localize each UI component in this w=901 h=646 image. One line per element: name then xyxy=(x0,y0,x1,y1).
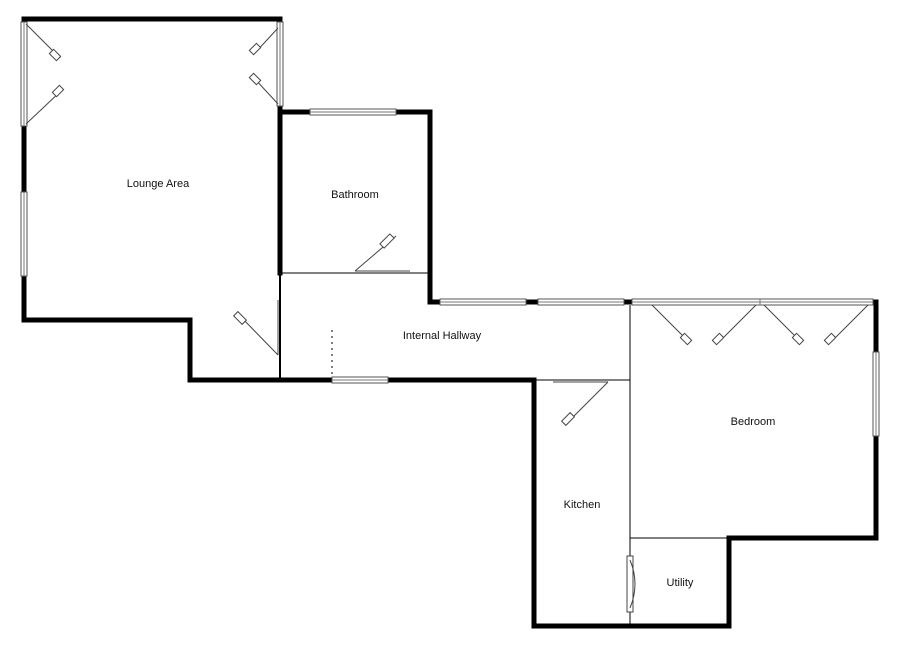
room-label-utility: Utility xyxy=(667,577,694,589)
window-bathroom-top xyxy=(309,108,397,116)
lounge-left-casement-icon xyxy=(25,23,65,125)
room-labels: Lounge Area Bathroom Internal Hallway Be… xyxy=(127,178,776,589)
outer-wall xyxy=(21,16,879,629)
room-label-hallway: Internal Hallway xyxy=(403,330,482,342)
window-lounge-left xyxy=(20,191,28,277)
utility-door-icon xyxy=(626,555,636,613)
window-hallway-top-1 xyxy=(439,298,527,306)
window-hallway-top-2 xyxy=(537,298,625,306)
room-label-bedroom: Bedroom xyxy=(731,416,776,428)
kitchen-door-icon xyxy=(553,381,609,427)
bathroom-door-icon xyxy=(354,233,410,272)
lounge-right-casement-icon xyxy=(248,27,279,105)
window-lounge-right-upper xyxy=(276,21,284,107)
room-label-lounge: Lounge Area xyxy=(127,178,190,190)
window-hallway-bottom xyxy=(331,376,389,384)
windows xyxy=(20,21,880,437)
interior-partitions xyxy=(279,272,729,626)
exterior-walls xyxy=(21,16,879,629)
bedroom-casement-right-icon xyxy=(763,304,869,346)
window-bedroom-right xyxy=(872,351,880,437)
lounge-hall-door-icon xyxy=(232,300,279,356)
window-lounge-left-upper xyxy=(20,21,28,127)
room-label-kitchen: Kitchen xyxy=(564,499,601,511)
doors xyxy=(25,23,869,613)
room-label-bathroom: Bathroom xyxy=(331,189,379,201)
bedroom-casement-left-icon xyxy=(651,304,757,346)
window-bedroom-top xyxy=(631,298,874,306)
